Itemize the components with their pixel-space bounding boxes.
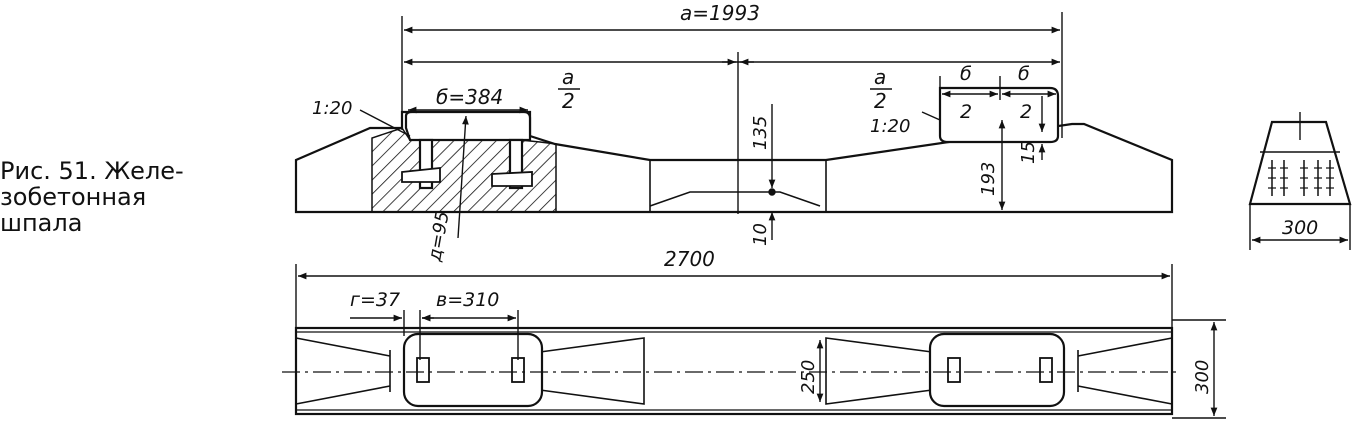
rail-seat-left xyxy=(404,110,532,142)
dim-a-half-left-num: а xyxy=(562,65,574,89)
dim-10-label: 10 xyxy=(750,223,771,246)
elevation-dimensions xyxy=(359,12,1063,240)
dim-length-label: 2700 xyxy=(664,247,715,271)
dim-15-label: 15 xyxy=(1018,141,1039,164)
cross-section-dimension xyxy=(1249,204,1351,250)
cross-section-view xyxy=(1248,112,1352,206)
dim-b-half-right-num: б xyxy=(1018,63,1030,85)
plan-dimensions xyxy=(295,264,1226,419)
dim-a-half-right-den: 2 xyxy=(874,89,887,113)
dim-b-half-left-num: б xyxy=(960,63,972,85)
slope-right-label: 1:20 xyxy=(870,116,910,137)
dim-b-half-left-den: 2 xyxy=(960,101,972,123)
dim-v-label: в=310 xyxy=(436,289,499,311)
dim-d-label: д=95 xyxy=(424,210,454,264)
dim-250-label: 250 xyxy=(798,360,819,394)
sleeper-plan-outline xyxy=(294,326,1174,416)
rail-seat-right xyxy=(938,86,1060,144)
dim-b-half-right-den: 2 xyxy=(1020,101,1032,123)
slope-left-label: 1:20 xyxy=(312,98,352,119)
dim-a-half-right-num: а xyxy=(874,65,886,89)
caption-line-1: Рис. 51. Желе- xyxy=(0,157,184,185)
dim-a-label: а=1993 xyxy=(680,1,760,25)
caption-line-3: шпала xyxy=(0,209,83,237)
elevation-view xyxy=(294,86,1174,214)
plan-view xyxy=(294,326,1174,416)
dim-300-plan-label: 300 xyxy=(1192,360,1213,394)
dim-b-label: б=384 xyxy=(436,85,503,109)
figure-caption: Рис. 51. Желе- зобетонная шпала xyxy=(0,158,184,236)
dim-g-label: г=37 xyxy=(350,289,400,311)
plan-seat-left xyxy=(402,332,544,408)
dim-135-label: 135 xyxy=(750,116,771,150)
plan-seat-right xyxy=(928,332,1066,408)
caption-line-2: зобетонная xyxy=(0,183,147,211)
dim-a-half-left-den: 2 xyxy=(562,89,575,113)
dim-300-section-label: 300 xyxy=(1282,217,1318,239)
dim-193-label: 193 xyxy=(978,162,999,196)
